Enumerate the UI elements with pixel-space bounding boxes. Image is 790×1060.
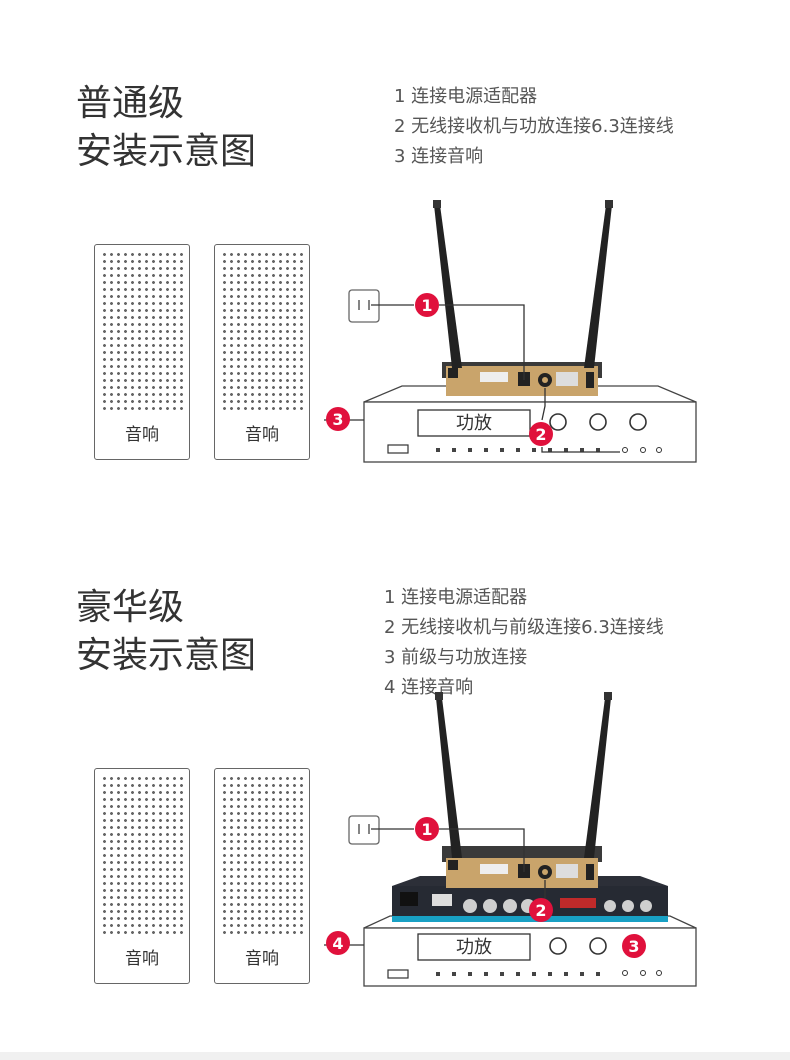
deluxe-step-4: 4 连接音响 [384, 677, 474, 698]
deluxe-title-line1: 豪华级 [76, 587, 185, 628]
amplifier-label: 功放 [456, 413, 492, 434]
basic-step-1: 1 连接电源适配器 [394, 86, 538, 107]
antenna-icon [435, 692, 462, 858]
speaker-grille [221, 775, 303, 935]
amplifier-label: 功放 [456, 937, 492, 958]
speaker-label: 音响 [245, 949, 279, 969]
basic-section: 普通级 安装示意图 1 连接电源适配器 2 无线接收机与功放连接6.3连接线 3… [0, 0, 790, 520]
speaker-grille [101, 251, 183, 411]
marker-3: 3 [622, 934, 646, 958]
antenna-icon [584, 200, 613, 368]
antenna-icon [433, 200, 462, 368]
speaker-left: 音响 [94, 244, 190, 460]
basic-title-line2: 安装示意图 [76, 131, 257, 172]
power-socket-icon [348, 289, 380, 323]
deluxe-section: 豪华级 安装示意图 1 连接电源适配器 2 无线接收机与前级连接6.3连接线 3… [0, 520, 790, 1050]
basic-title-line1: 普通级 [76, 83, 185, 124]
deluxe-title-line2: 安装示意图 [76, 635, 257, 676]
power-socket-icon [348, 815, 380, 845]
deluxe-step-3: 3 前级与功放连接 [384, 647, 528, 668]
amplifier [363, 915, 697, 987]
speaker-label: 音响 [245, 425, 279, 445]
speaker-label: 音响 [125, 425, 159, 445]
basic-title: 普通级 安装示意图 [76, 80, 256, 176]
deluxe-step-2: 2 无线接收机与前级连接6.3连接线 [384, 617, 664, 638]
basic-steps: 1 连接电源适配器 2 无线接收机与功放连接6.3连接线 3 连接音响 [394, 82, 674, 172]
basic-step-2: 2 无线接收机与功放连接6.3连接线 [394, 116, 674, 137]
speaker-grille [101, 775, 183, 935]
marker-1: 1 [415, 293, 439, 317]
speaker-left: 音响 [94, 768, 190, 984]
speaker-right: 音响 [214, 244, 310, 460]
amplifier [363, 385, 697, 463]
marker-1: 1 [415, 817, 439, 841]
marker-3: 3 [326, 407, 350, 431]
wireless-receiver [442, 846, 602, 888]
antenna-icon [584, 692, 612, 858]
svg-text:2: 2 [535, 901, 546, 920]
speaker-right: 音响 [214, 768, 310, 984]
marker-4: 4 [326, 931, 350, 955]
basic-equipment-diagram: 1 2 3 功放 [324, 200, 697, 463]
deluxe-equipment-diagram: 1 2 3 4 功放 [324, 692, 697, 987]
svg-text:1: 1 [421, 296, 432, 315]
svg-text:1: 1 [421, 820, 432, 839]
deluxe-steps: 1 连接电源适配器 2 无线接收机与前级连接6.3连接线 3 前级与功放连接 4… [384, 583, 664, 703]
basic-step-3: 3 连接音响 [394, 146, 484, 167]
marker-2: 2 [529, 898, 553, 922]
speaker-label: 音响 [125, 949, 159, 969]
speaker-grille [221, 251, 303, 411]
svg-text:4: 4 [332, 934, 343, 953]
footer-bar [0, 1052, 790, 1060]
svg-text:2: 2 [535, 425, 546, 444]
deluxe-step-1: 1 连接电源适配器 [384, 587, 528, 608]
svg-text:3: 3 [628, 937, 639, 956]
svg-text:3: 3 [332, 410, 343, 429]
deluxe-title: 豪华级 安装示意图 [76, 584, 256, 680]
marker-2: 2 [529, 422, 553, 446]
wireless-receiver [442, 362, 602, 396]
